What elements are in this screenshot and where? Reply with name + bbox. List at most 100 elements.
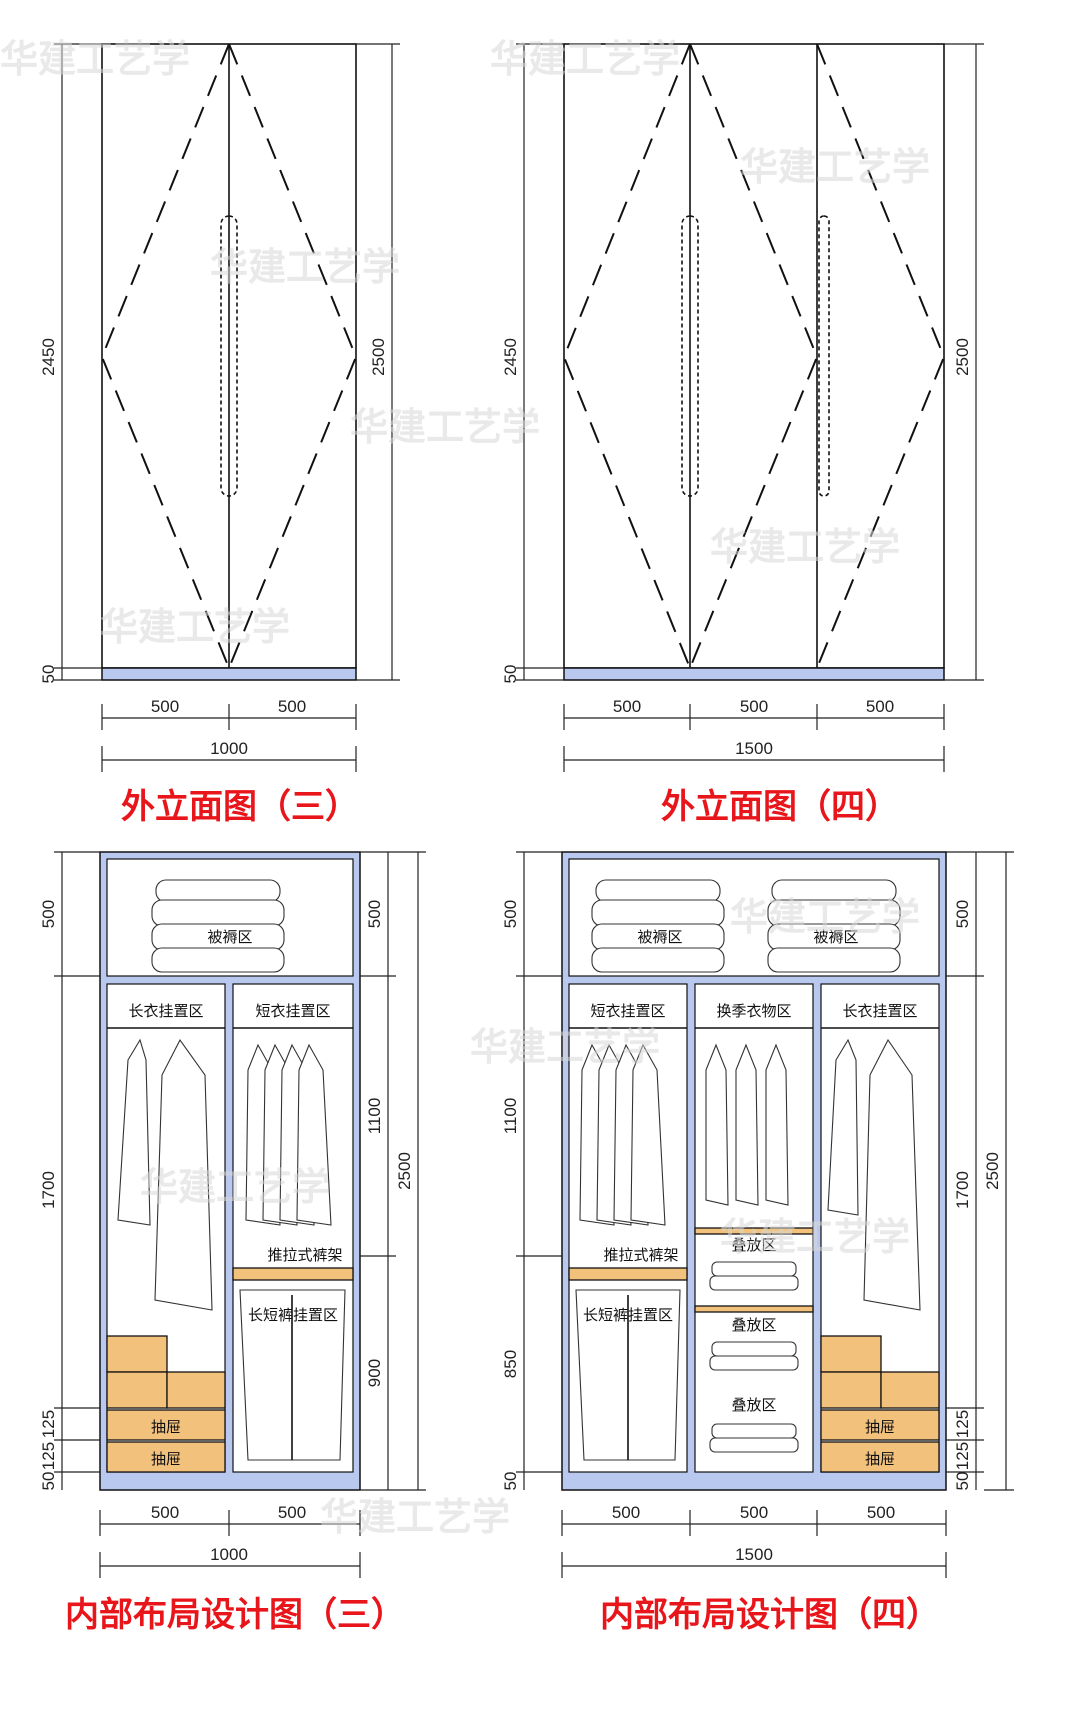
watermark: 华建工艺学 (140, 1165, 330, 1209)
zone-drawer-2: 抽屉 (865, 1450, 895, 1468)
watermark: 华建工艺学 (720, 1215, 910, 1259)
drawer-unit (820, 1335, 940, 1473)
door-swing-right (228, 43, 358, 669)
caption-layout-3: 内部布局设计图（三） (65, 1595, 405, 1635)
drawer-box (820, 1335, 882, 1373)
dim-50: 50 (501, 1472, 520, 1491)
zone-short-hang: 短衣挂置区 (590, 1002, 665, 1020)
zone-drawer-1: 抽屉 (151, 1418, 181, 1436)
zone-pants-rack: 推拉式裤架 (603, 1246, 678, 1264)
total-width-dim: 1000 (210, 739, 248, 758)
width-dim-3: 500 (866, 697, 894, 716)
total-height-dim: 2500 (983, 1152, 1002, 1190)
height-dim-2450: 2450 (501, 338, 520, 376)
watermarks: 华建工艺学 华建工艺学 华建工艺学 华建工艺学 华建工艺学 华建工艺学 华建工艺… (0, 37, 930, 1539)
width-dim-2: 500 (278, 697, 306, 716)
pants (239, 1289, 346, 1461)
watermark: 华建工艺学 (0, 37, 190, 81)
zone-fold-3: 叠放区 (731, 1396, 776, 1414)
dim-125: 125 (39, 1410, 58, 1438)
zone-long-hang: 长衣挂置区 (842, 1002, 917, 1020)
height-dim-50: 50 (501, 665, 520, 684)
caption-elevation-3: 外立面图（三） (121, 787, 359, 827)
watermark: 华建工艺学 (210, 245, 400, 289)
dim-1100: 1100 (365, 1098, 384, 1135)
total-width-dim: 1500 (735, 739, 773, 758)
height-dim-2450: 2450 (39, 338, 58, 376)
width-dim-1: 500 (613, 697, 641, 716)
shelf (694, 1305, 814, 1313)
bedding-stack (151, 879, 285, 973)
short-clothes (245, 1043, 332, 1226)
total-height-dim: 2500 (395, 1152, 414, 1190)
drawer[interactable] (106, 1409, 226, 1441)
zone-drawer-1: 抽屉 (865, 1418, 895, 1436)
width-dim-1: 500 (612, 1503, 640, 1522)
long-clothes (117, 1038, 213, 1311)
height-dim-50: 50 (39, 665, 58, 684)
drawer[interactable] (820, 1441, 940, 1473)
total-width-dim: 1000 (210, 1545, 248, 1564)
drawer-box (166, 1371, 226, 1409)
width-dim-3: 500 (867, 1503, 895, 1522)
plinth (563, 667, 945, 681)
dim-50-right: 50 (953, 1472, 972, 1491)
dim-850: 850 (501, 1350, 520, 1378)
bedding-stack-1 (591, 879, 725, 973)
door-swing-1 (562, 43, 691, 669)
watermark: 华建工艺学 (710, 525, 900, 569)
door-swing-2 (689, 43, 819, 669)
door-swing-3 (816, 43, 946, 669)
pull-out-pants-rack (568, 1267, 688, 1281)
elevation-3: 2450 50 2500 500 500 1000 外立面图（三） (39, 43, 400, 827)
short-clothes (579, 1043, 666, 1226)
drawer[interactable] (106, 1441, 226, 1473)
dim-500-right: 500 (953, 900, 972, 928)
drawer-box (106, 1335, 168, 1373)
dim-500-right: 500 (365, 900, 384, 928)
dim-125b: 125 (39, 1442, 58, 1470)
drawer-unit (106, 1335, 226, 1473)
pull-out-pants-rack (232, 1267, 354, 1281)
watermark: 华建工艺学 (730, 895, 920, 939)
caption-layout-4: 内部布局设计图（四） (600, 1595, 940, 1635)
drawer-box (880, 1371, 940, 1409)
door-swing-left (100, 43, 230, 669)
zone-long-hang: 长衣挂置区 (128, 1002, 203, 1020)
dim-1700: 1700 (39, 1171, 58, 1209)
long-clothes (827, 1038, 921, 1311)
dim-50: 50 (39, 1472, 58, 1491)
handle (220, 215, 238, 497)
width-dim-2: 500 (740, 1503, 768, 1522)
drawer[interactable] (820, 1409, 940, 1441)
caption-elevation-4: 外立面图（四） (661, 787, 899, 827)
drawer-box (106, 1371, 168, 1409)
width-dim-1: 500 (151, 1503, 179, 1522)
dim-125: 125 (953, 1410, 972, 1438)
watermark: 华建工艺学 (740, 145, 930, 189)
zone-bedding-2: 被褥区 (813, 928, 858, 946)
zone-bedding-1: 被褥区 (637, 928, 682, 946)
zone-bedding: 被褥区 (207, 928, 252, 946)
zone-fold-2: 叠放区 (731, 1316, 776, 1334)
wardrobe-outline (563, 43, 945, 669)
watermark: 华建工艺学 (490, 37, 680, 81)
folded-clothes (709, 1261, 799, 1453)
dim-500: 500 (501, 900, 520, 928)
seasonal-clothes (705, 1043, 789, 1206)
zone-drawer-2: 抽屉 (151, 1450, 181, 1468)
watermark: 华建工艺学 (320, 1495, 510, 1539)
zone-pants-rack: 推拉式裤架 (267, 1246, 342, 1264)
dim-1100: 1100 (501, 1098, 520, 1135)
drawer-box (820, 1371, 882, 1409)
watermark: 华建工艺学 (350, 405, 540, 449)
width-dim-1: 500 (151, 697, 179, 716)
handle (818, 215, 830, 497)
plinth (101, 667, 357, 681)
elevation-4: 2450 50 2500 500 500 500 1500 外立面图（四） (501, 43, 984, 827)
watermark: 华建工艺学 (100, 605, 290, 649)
width-dim-2: 500 (278, 1503, 306, 1522)
width-dim-2: 500 (740, 697, 768, 716)
dim-900: 900 (365, 1359, 384, 1387)
